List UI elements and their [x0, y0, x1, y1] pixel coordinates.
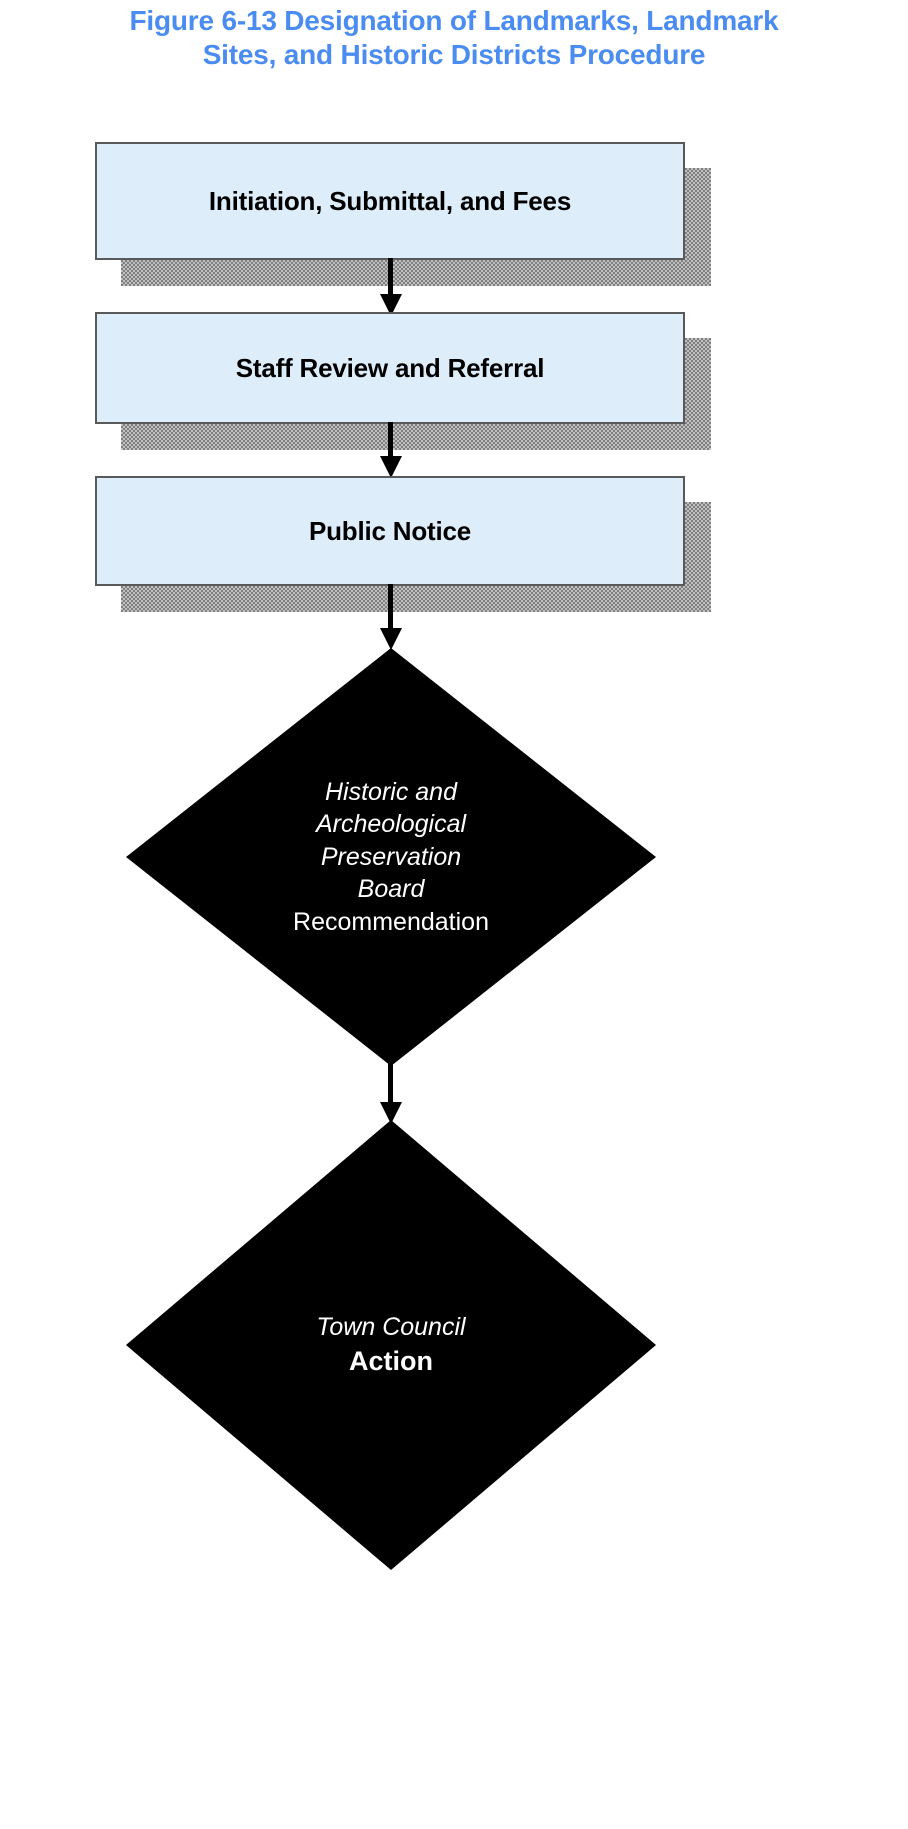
- process-node-public-notice[interactable]: Public Notice: [95, 476, 711, 612]
- process-node-label: Public Notice: [308, 515, 472, 546]
- process-node-body[interactable]: Public Notice: [95, 476, 685, 586]
- process-node-label: Initiation, Submittal, and Fees: [208, 185, 572, 216]
- decision-node-town-council-action[interactable]: Town Council Action: [126, 1120, 656, 1570]
- connector-line: [388, 258, 393, 298]
- arrowhead-down-icon: [380, 294, 402, 316]
- arrowhead-down-icon: [380, 1102, 402, 1124]
- arrowhead-down-icon: [380, 628, 402, 650]
- connector-arrow-4: [380, 1058, 402, 1124]
- connector-line: [388, 1058, 393, 1106]
- page-title-line-1: Figure 6-13 Designation of Landmarks, La…: [129, 5, 779, 36]
- connector-arrow-1: [380, 258, 402, 316]
- decision-node-shape: [126, 648, 656, 1066]
- arrowhead-down-icon: [380, 456, 402, 478]
- process-node-label: Staff Review and Referral: [235, 352, 545, 383]
- page-title: Figure 6-13 Designation of Landmarks, La…: [0, 4, 908, 72]
- process-node-body[interactable]: Staff Review and Referral: [95, 312, 685, 424]
- decision-node-hapb-recommendation[interactable]: Historic and Archeological Preservation …: [126, 648, 656, 1066]
- process-node-body[interactable]: Initiation, Submittal, and Fees: [95, 142, 685, 260]
- connector-line: [388, 584, 393, 632]
- decision-node-shape: [126, 1120, 656, 1570]
- process-node-initiation-submittal-and-fees[interactable]: Initiation, Submittal, and Fees: [95, 142, 711, 286]
- connector-line: [388, 422, 393, 460]
- connector-arrow-2: [380, 422, 402, 480]
- process-node-staff-review-and-referral[interactable]: Staff Review and Referral: [95, 312, 711, 450]
- connector-arrow-3: [380, 584, 402, 650]
- page-title-line-2: Sites, and Historic Districts Procedure: [202, 39, 706, 71]
